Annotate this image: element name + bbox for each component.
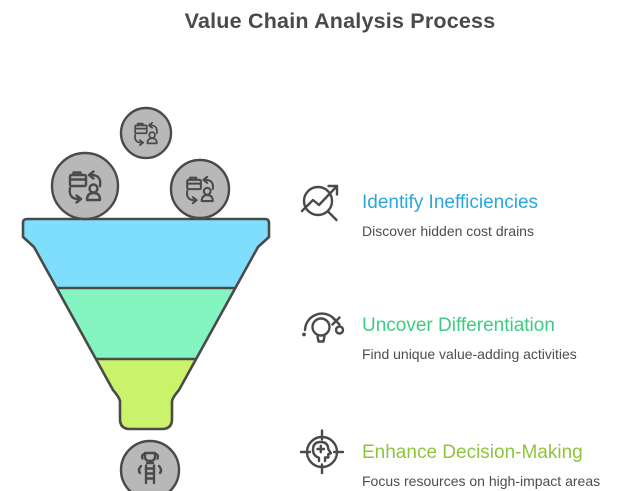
step-row-identify-inefficiencies: Identify Inefficiencies Discover hidden …: [298, 176, 620, 240]
funnel-segment-bottom: [23, 359, 269, 429]
step-description: Focus resources on high-impact areas: [362, 473, 601, 489]
magnifier-trend-icon: [300, 184, 339, 222]
step-description: Discover hidden cost drains: [362, 223, 534, 239]
step-row-enhance-decision-making: Enhance Decision-Making Focus resources …: [298, 426, 620, 490]
step-heading: Enhance Decision-Making: [362, 442, 583, 463]
step-description: Find unique value-adding activities: [362, 346, 577, 362]
step-row-uncover-differentiation: Uncover Differentiation Find unique valu…: [298, 299, 620, 363]
activity-circle-left: [50, 151, 120, 221]
step-heading: Uncover Differentiation: [362, 315, 555, 336]
activity-circle-small: [119, 106, 173, 160]
page-title: Value Chain Analysis Process: [184, 9, 496, 33]
step-heading: Identify Inefficiencies: [362, 192, 539, 213]
head-target-icon: [299, 429, 345, 474]
funnel-outline: [21, 217, 271, 431]
activity-circle-right: [169, 158, 231, 220]
funnel-segment-middle: [23, 288, 269, 359]
output-circle: [119, 439, 181, 491]
funnel-illustration: [21, 106, 271, 491]
lightbulb-innovation-icon: [302, 312, 345, 343]
funnel-segment-top: [23, 219, 269, 288]
